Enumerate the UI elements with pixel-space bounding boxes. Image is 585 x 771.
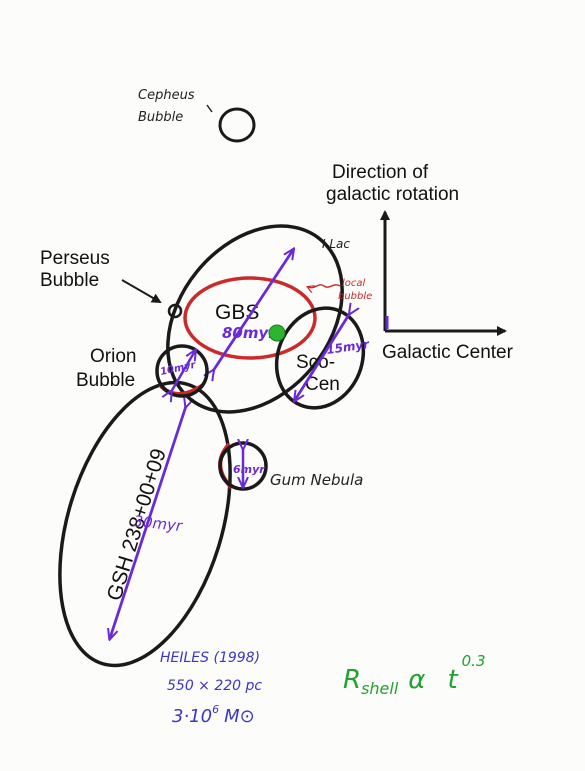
- mass-exponent: 6: [212, 703, 219, 716]
- orion-age-label: 10myr: [159, 360, 197, 378]
- relation-t: t: [447, 665, 458, 695]
- local-bubble-label-1: local: [342, 278, 366, 289]
- gum-age-label: 6myr: [233, 463, 265, 476]
- galactic-center-label: Galactic Center: [382, 342, 514, 363]
- relation-exponent: 0.3: [462, 652, 486, 670]
- relation-proportional: α: [408, 665, 425, 695]
- gsh-age-arrow: [110, 406, 186, 638]
- relation-r: R: [343, 665, 361, 695]
- perseus-label-1: Perseus: [40, 248, 110, 269]
- relation-subscript: shell: [361, 679, 399, 698]
- mass-base: 3·10: [172, 706, 212, 727]
- cepheus-label-2: Bubble: [138, 110, 183, 125]
- i-lac-label: I Lac: [322, 237, 350, 251]
- direction-label-2: galactic rotation: [326, 184, 459, 205]
- shell-size-label: 550 × 220 pc: [167, 678, 262, 694]
- gsh-age-label: 30myr: [133, 512, 184, 535]
- gum-nebula-label: Gum Nebula: [270, 471, 363, 489]
- sun-position-marker: [268, 324, 286, 342]
- cepheus-tick: [206, 104, 213, 113]
- gbs-age-arrow: [213, 250, 293, 371]
- mass-unit: M⊙: [224, 706, 255, 727]
- perseus-label-2: Bubble: [40, 270, 99, 291]
- sco-cen-age-label: 15myr: [325, 337, 371, 357]
- perseus-pointer-arrow: [121, 279, 162, 304]
- orion-label-2: Bubble: [76, 370, 135, 391]
- reference-label: HEILES (1998): [160, 650, 260, 666]
- shell-mass-label: 3·106 M⊙: [172, 703, 255, 727]
- gbs-age-label: 80myr: [222, 324, 277, 342]
- orion-label-1: Orion: [90, 346, 136, 367]
- cepheus-label-1: Cepheus: [138, 88, 195, 103]
- sco-cen-age-arrow: [295, 313, 350, 400]
- direction-label-1: Direction of: [332, 162, 429, 183]
- local-bubble-pointer: [308, 284, 341, 288]
- orion-age-arrow: [171, 351, 195, 392]
- local-bubble-label-2: bubble: [338, 291, 372, 302]
- cepheus-bubble: [218, 107, 256, 143]
